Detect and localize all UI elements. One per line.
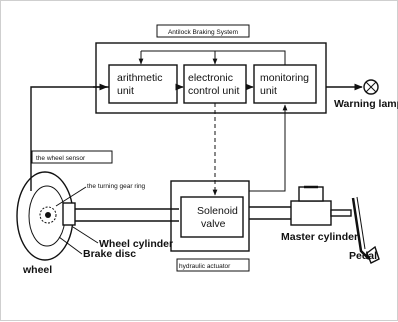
- warning-lamp-cross-b: [365, 81, 377, 93]
- gear-ring-leader: [55, 186, 87, 207]
- master-cylinder-reservoir: [298, 186, 324, 202]
- wheel-sensor-label: the wheel sensor: [36, 155, 86, 162]
- wheel-cylinder-caliper: [62, 202, 76, 226]
- wheel-cylinder-leader: [72, 226, 99, 244]
- wheel-cylinder-label: Wheel cylinder: [99, 238, 173, 250]
- master-cylinder-rod: [330, 209, 352, 217]
- pedal-pad-icon: [366, 245, 380, 264]
- master-cylinder-label: Master cylinder: [281, 231, 358, 243]
- warning-lamp-label: Warning lamp: [334, 98, 398, 110]
- turning-gear-ring-label: the turning gear ring: [87, 183, 146, 190]
- solenoid-valve-label: Solenoid valve: [197, 205, 241, 230]
- wheel-label: wheel: [22, 264, 52, 276]
- actuator-feedback-line: [249, 104, 288, 192]
- arithmetic-unit-label: arithmetic unit: [117, 72, 165, 97]
- monitoring-unit-label: monitoring unit: [260, 72, 312, 97]
- pedal-label: Pedal: [349, 250, 377, 262]
- ecu-label: electronic control unit: [188, 72, 239, 97]
- monitoring-unit-box: [253, 64, 317, 104]
- ecu-box: [183, 64, 247, 104]
- pedal-arm: [351, 197, 370, 260]
- wheel-hub: [45, 212, 51, 218]
- brake-disc-label: Brake disc: [83, 248, 136, 260]
- system-title: Antilock Braking System: [168, 29, 238, 36]
- pedal-arm-outline: [356, 196, 366, 250]
- arrow-feedback-top: [212, 50, 286, 65]
- brake-disc-leader: [58, 236, 83, 255]
- wheel-sensor-label-box: [31, 150, 113, 164]
- sensor-signal-line: [30, 86, 109, 191]
- controller-outer-box: [95, 42, 327, 114]
- system-title-box: [156, 24, 250, 38]
- hydraulic-actuator-box: [170, 180, 250, 252]
- actuator-label: hydraulic actuator: [179, 263, 231, 270]
- actuator-label-box: [176, 258, 250, 272]
- solenoid-valve-box: [180, 196, 244, 238]
- gear-ring-icon: [39, 206, 57, 224]
- master-cylinder-icon: [290, 200, 332, 226]
- arithmetic-unit-box: [108, 64, 178, 104]
